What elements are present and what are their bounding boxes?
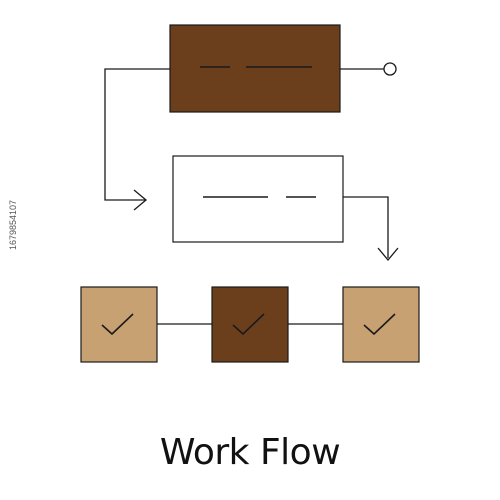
caption-title: Work Flow xyxy=(159,432,341,473)
arrow-down-icon xyxy=(377,247,399,262)
checkmark-icon xyxy=(363,313,396,336)
elbow-connector-right xyxy=(343,196,389,258)
process-block-top xyxy=(169,24,341,113)
watermark-id: 1679854107 xyxy=(8,199,18,250)
task-box-1 xyxy=(80,286,158,363)
circle-endpoint-icon xyxy=(383,62,397,76)
elbow-connector-left xyxy=(104,68,170,201)
checkmark-icon xyxy=(101,313,134,336)
process-block-middle xyxy=(172,155,344,243)
task-box-3 xyxy=(342,286,420,363)
checkmark-icon xyxy=(232,313,265,336)
arrow-right-icon xyxy=(133,189,148,211)
task-box-2 xyxy=(211,286,289,363)
